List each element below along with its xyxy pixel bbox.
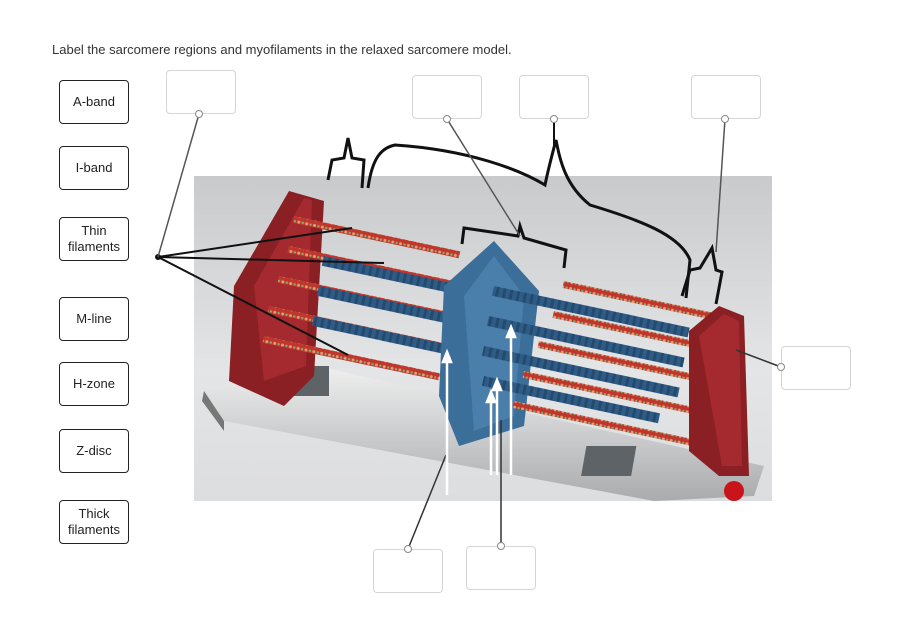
drop-box-4[interactable]	[691, 75, 761, 119]
sarcomere-model-image	[194, 176, 772, 501]
drop-box-7[interactable]	[466, 546, 536, 590]
drop-box-3[interactable]	[519, 75, 589, 119]
label-m-line[interactable]: M-line	[59, 297, 129, 341]
drop-box-2[interactable]	[412, 75, 482, 119]
label-h-zone[interactable]: H-zone	[59, 362, 129, 406]
label-a-band[interactable]: A-band	[59, 80, 129, 124]
drop-box-1[interactable]	[166, 70, 236, 114]
instruction-text: Label the sarcomere regions and myofilam…	[52, 42, 512, 57]
label-thick-filaments[interactable]: Thick filaments	[59, 500, 129, 544]
drop-box-5[interactable]	[781, 346, 851, 390]
drop-box-6[interactable]	[373, 549, 443, 593]
label-i-band[interactable]: I-band	[59, 146, 129, 190]
label-z-disc[interactable]: Z-disc	[59, 429, 129, 473]
label-thin-filaments[interactable]: Thin filaments	[59, 217, 129, 261]
